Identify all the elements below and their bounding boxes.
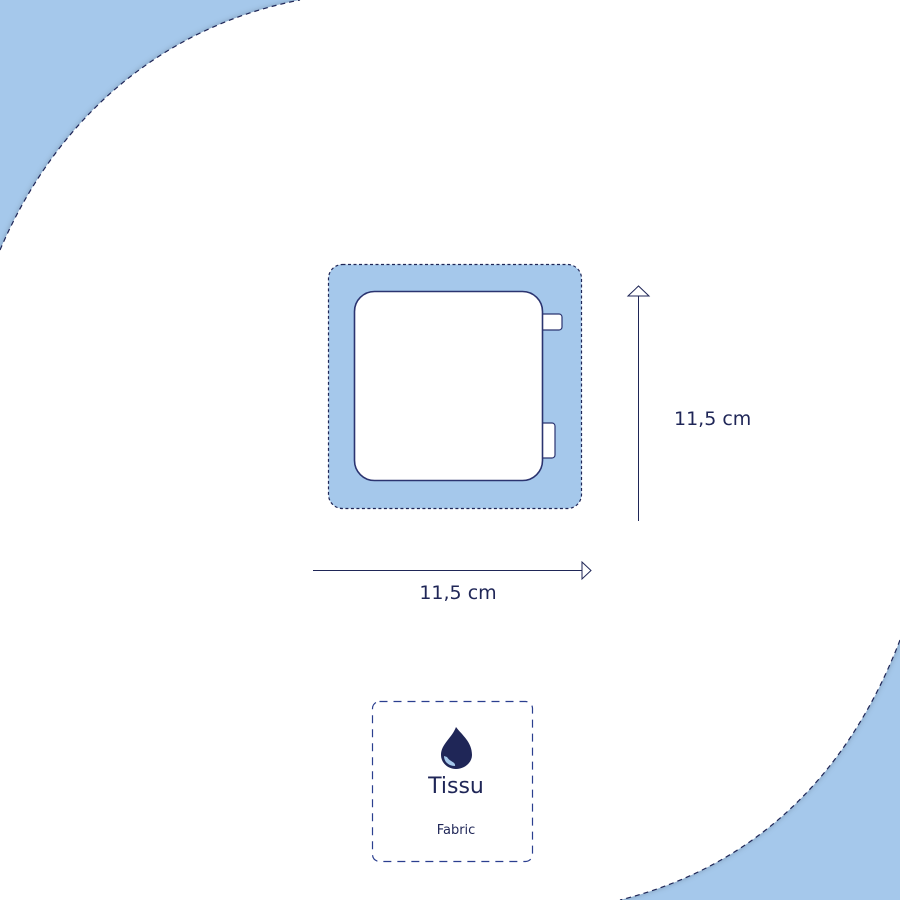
height-arrow: [626, 285, 651, 521]
blob-edge-top: [0, 0, 301, 251]
material-name-en: Fabric: [436, 823, 476, 838]
material-name: Tissu: [428, 774, 484, 799]
water-drop-icon: [441, 727, 472, 769]
width-arrow: [313, 560, 592, 581]
width-label: 11,5 cm: [419, 582, 497, 604]
material-card: [371, 700, 534, 863]
height-label: 11,5 cm: [674, 408, 752, 430]
blob-edge-bottom: [619, 639, 900, 900]
product-face: [353, 290, 544, 482]
product-outline: [327, 263, 583, 510]
